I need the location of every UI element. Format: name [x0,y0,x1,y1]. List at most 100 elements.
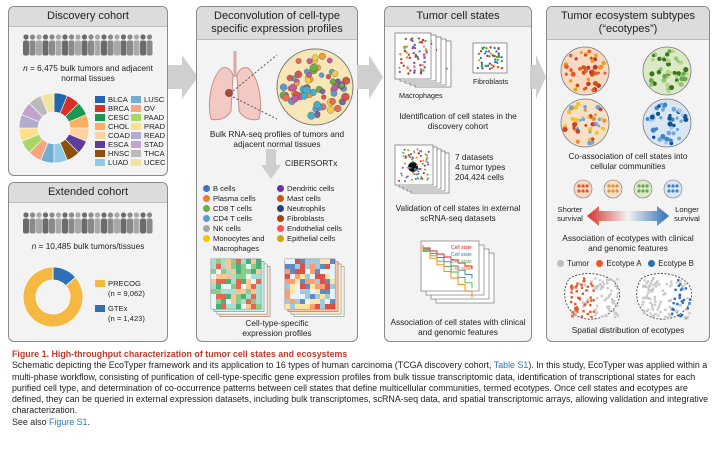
ecotype-a-dot [596,260,604,267]
legend-label: BRCA [108,104,130,113]
tissue-magnification [276,48,354,126]
state-point [476,66,479,70]
precog-slice [22,266,84,328]
fibroblast-umap [472,42,508,74]
cell-dot [306,58,313,65]
shorter-survival-label: Shorter survival [557,205,583,223]
cell-dot [306,71,312,78]
ecotypes-panel: Tumor ecosystem subtypes (“ecotypes”) Co… [546,6,710,342]
legend-label: BLCA [108,95,128,104]
figure-caption-see-also: See also Figure S1. [12,416,90,427]
legend-label: OV [144,104,155,113]
expression-matrix-stack-1 [210,258,271,317]
legend-label: PAAD [144,113,165,122]
person-icon [120,212,127,234]
extended-cohort-panel: Extended cohort n = 10,485 bulk tumors/t… [8,182,168,342]
state-point [480,63,484,66]
scrnaseq-map [394,144,434,186]
person-icon [23,34,29,56]
person-icon [42,34,49,56]
extended-cohort-title: Extended cohort [9,183,167,203]
legend-swatch [95,141,105,148]
person-icon [127,34,133,56]
cell-type-item: Macrophages [213,244,260,253]
discovery-cohort-panel: Discovery cohort n = 6,475 bulk tumors a… [8,6,168,176]
datasets-count: 7 datasets [455,152,494,162]
legend-label: PRAD [144,122,166,131]
person-icon [49,212,55,234]
cell-icon [203,185,210,192]
person-icon [101,212,107,234]
legend-item-hnsc: HNSC [95,149,130,158]
curve-label: Cell state [451,252,472,258]
cell-dot [327,106,335,114]
state-point [490,66,494,70]
ecotype-b-dot [648,260,656,267]
legend-label: READ [144,131,166,140]
legend-label: COAD [108,131,130,140]
ecotype-community [560,46,610,96]
legend-item-brca: BRCA [95,104,129,113]
state-point [480,61,484,64]
cell-dot [309,88,317,96]
state-point [493,46,496,50]
curve-label: Cell state [451,245,472,251]
macrophage-umap-stack [394,32,452,88]
legend-swatch [131,123,141,130]
ecotype-dot [663,179,683,199]
ecotype-survival-dots [573,179,683,199]
cell-dot [331,70,339,77]
spatial-maps [564,273,692,320]
legend-item-blca: BLCA [95,95,128,104]
cell-dot [321,94,327,100]
ecotype-dot [573,179,593,199]
legend-label: ESCA [108,140,129,149]
person-icon [146,212,153,234]
cell-dot [339,99,346,106]
cell-dot [279,83,288,91]
state-point [486,64,490,67]
cell-dot [325,74,332,80]
legend-item-ucec: UCEC [131,158,166,167]
state-point [486,54,489,57]
legend-label: LUSC [144,95,165,104]
person-icon [81,212,88,234]
legend-swatch [95,159,105,166]
people-silhouettes [23,34,153,56]
figure-s1-link[interactable]: Figure S1 [49,416,88,427]
state-point [491,54,494,57]
legend-item-stad: STAD [131,140,164,149]
cell-icon [277,185,284,192]
cell-dot [291,95,299,103]
state-point [481,67,484,70]
legend-item-chol: CHOL [95,122,129,131]
cell-icon [203,215,210,222]
legend-swatch [131,141,141,148]
cell-icon [277,225,284,232]
flow-arrow [530,55,546,99]
validation-text: Validation of cell states in external sc… [395,203,521,223]
ecotype-dot [603,179,623,199]
legend-item-paad: PAAD [131,113,164,122]
cell-dot [295,58,302,64]
cell-icon [277,205,284,212]
legend-swatch [95,114,105,121]
cell-icon [203,195,210,202]
state-point [495,55,498,59]
person-icon [94,212,101,234]
figure-caption: Figure 1. High-throughput characterizati… [12,349,712,428]
curve-label: Cell state [451,259,472,265]
spatial-map [564,273,620,320]
extended-cohort-note: n = 10,485 bulk tumors/tissues [31,241,145,251]
state-point [488,55,491,58]
cell-dot [342,76,351,85]
state-point [494,61,497,64]
person-icon [62,34,68,56]
person-icon [75,212,81,234]
legend-swatch [131,96,141,103]
table-s1-link[interactable]: Table S1 [493,360,529,371]
ecotype-community [642,46,692,96]
deconvolution-title: Deconvolution of cell-type specific expr… [197,7,357,40]
person-icon [29,212,36,234]
